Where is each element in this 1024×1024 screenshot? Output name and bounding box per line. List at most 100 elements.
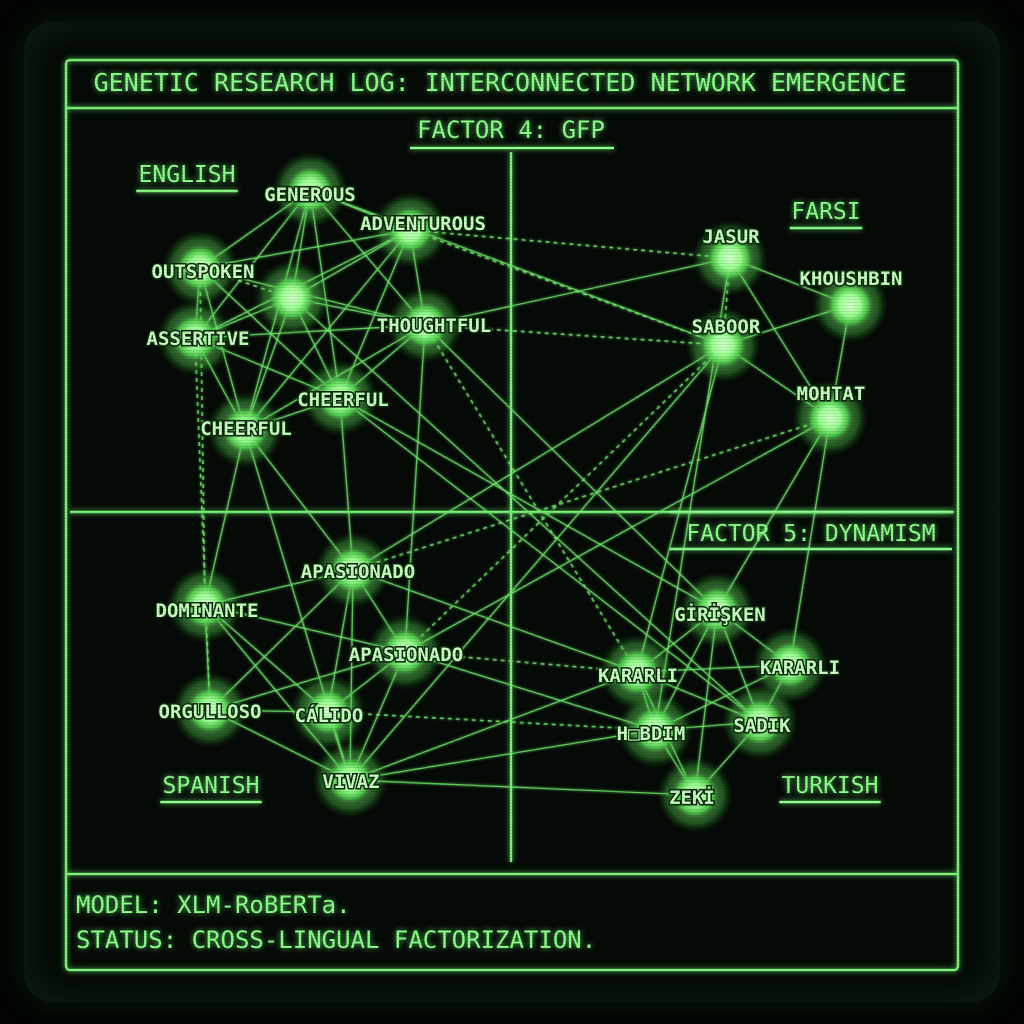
network-node[interactable] bbox=[692, 220, 768, 296]
network-node[interactable] bbox=[167, 567, 243, 643]
node-core bbox=[736, 698, 784, 746]
edge bbox=[339, 397, 761, 723]
group-label-text: ENGLISH bbox=[139, 162, 236, 188]
node-core bbox=[329, 546, 377, 594]
edge bbox=[404, 324, 426, 653]
network-node[interactable] bbox=[312, 742, 388, 818]
edge bbox=[404, 651, 638, 673]
page-title: GENETIC RESEARCH LOG: INTERCONNECTED NET… bbox=[94, 68, 907, 97]
node-label: CHEERFUL bbox=[297, 389, 389, 411]
network-node[interactable] bbox=[372, 192, 448, 268]
node-core bbox=[326, 756, 374, 804]
node-core bbox=[181, 581, 229, 629]
node-label: CÁLIDO bbox=[295, 704, 364, 727]
network-node[interactable] bbox=[302, 360, 378, 436]
node-label: APASIONADO bbox=[349, 644, 463, 666]
node-label: VIVAZ bbox=[322, 771, 379, 793]
node-core bbox=[706, 234, 754, 282]
node-core bbox=[286, 166, 334, 214]
node-core bbox=[171, 314, 219, 362]
network-node[interactable] bbox=[599, 634, 675, 710]
node-core bbox=[826, 281, 874, 329]
network-node[interactable] bbox=[792, 380, 868, 456]
model-line: MODEL: XLM-RoBERTa. bbox=[76, 891, 351, 919]
node-label: JASUR bbox=[702, 226, 760, 248]
node-core bbox=[316, 374, 364, 422]
network-node[interactable] bbox=[172, 672, 248, 748]
network-node[interactable] bbox=[290, 674, 366, 750]
edge bbox=[404, 344, 724, 653]
edge bbox=[424, 324, 718, 611]
node-label: ZEKİ bbox=[669, 785, 715, 809]
node-core bbox=[176, 244, 224, 292]
network-node[interactable] bbox=[207, 392, 283, 468]
node-core bbox=[268, 274, 316, 322]
network-node[interactable] bbox=[367, 614, 443, 690]
edge bbox=[291, 297, 761, 723]
edge bbox=[349, 344, 724, 781]
edge bbox=[636, 344, 724, 673]
node-core bbox=[631, 706, 679, 754]
edge bbox=[327, 711, 656, 731]
node-core bbox=[766, 641, 814, 689]
outer-frame bbox=[64, 58, 960, 972]
edge bbox=[424, 324, 638, 673]
network-node[interactable] bbox=[272, 152, 348, 228]
node-label: ORGULLOSO bbox=[159, 701, 262, 723]
network-node[interactable] bbox=[387, 287, 463, 363]
edge bbox=[339, 397, 718, 611]
edge bbox=[349, 729, 656, 781]
network-node[interactable] bbox=[254, 260, 330, 336]
group-label-text: TURKISH bbox=[782, 773, 879, 799]
node-core bbox=[221, 406, 269, 454]
node-label: H□BDIM bbox=[617, 723, 686, 745]
network-node[interactable] bbox=[722, 684, 798, 760]
node-label: GİRİŞKEN bbox=[674, 602, 766, 626]
edge bbox=[424, 324, 724, 346]
network-node[interactable] bbox=[315, 532, 391, 608]
edge bbox=[424, 257, 731, 326]
node-core bbox=[806, 394, 854, 442]
node-core bbox=[699, 321, 747, 369]
network-node[interactable] bbox=[157, 300, 233, 376]
edge bbox=[789, 417, 831, 666]
network-node[interactable] bbox=[617, 692, 693, 768]
network-node[interactable] bbox=[812, 267, 888, 343]
network-node[interactable] bbox=[752, 627, 828, 703]
network-node[interactable] bbox=[162, 230, 238, 306]
node-label: ASSERTIVE bbox=[147, 328, 250, 350]
network-nodes bbox=[157, 152, 888, 833]
group-label-farsi: FARSI bbox=[789, 199, 863, 230]
status-line: STATUS: CROSS-LINGUAL FACTORIZATION. bbox=[76, 926, 596, 954]
node-core bbox=[613, 648, 661, 696]
node-label: KARARLI bbox=[598, 665, 678, 687]
edge bbox=[194, 337, 211, 711]
node-core bbox=[186, 686, 234, 734]
group-label-english: ENGLISH bbox=[136, 162, 238, 193]
edge bbox=[409, 229, 731, 259]
network-node[interactable] bbox=[657, 757, 733, 833]
network-node[interactable] bbox=[685, 307, 761, 383]
node-label: SABOOR bbox=[692, 316, 761, 338]
node-label: SADIK bbox=[733, 715, 791, 737]
group-label-turkish: TURKISH bbox=[779, 773, 881, 804]
group-label-spanish: SPANISH bbox=[160, 773, 262, 804]
language-group-labels: ENGLISH FARSI SPANISH TURKISH bbox=[136, 162, 881, 804]
node-core bbox=[401, 301, 449, 349]
node-label: MOHTAT bbox=[797, 383, 866, 405]
factor-4-label: FACTOR 4: GFP bbox=[410, 116, 614, 150]
node-label: CHEERFUL bbox=[200, 418, 292, 440]
frame bbox=[64, 58, 960, 972]
node-core bbox=[304, 688, 352, 736]
node-label: KARARLI bbox=[760, 657, 840, 679]
edge bbox=[349, 671, 638, 781]
edge bbox=[352, 417, 831, 571]
node-label: KHOUSHBIN bbox=[800, 268, 903, 290]
edge bbox=[349, 779, 696, 796]
node-label: ADVENTUROUS bbox=[360, 213, 486, 235]
network-node[interactable] bbox=[679, 572, 755, 648]
node-core bbox=[386, 206, 434, 254]
node-label: GENEROUS bbox=[264, 184, 356, 206]
edge bbox=[352, 344, 724, 571]
